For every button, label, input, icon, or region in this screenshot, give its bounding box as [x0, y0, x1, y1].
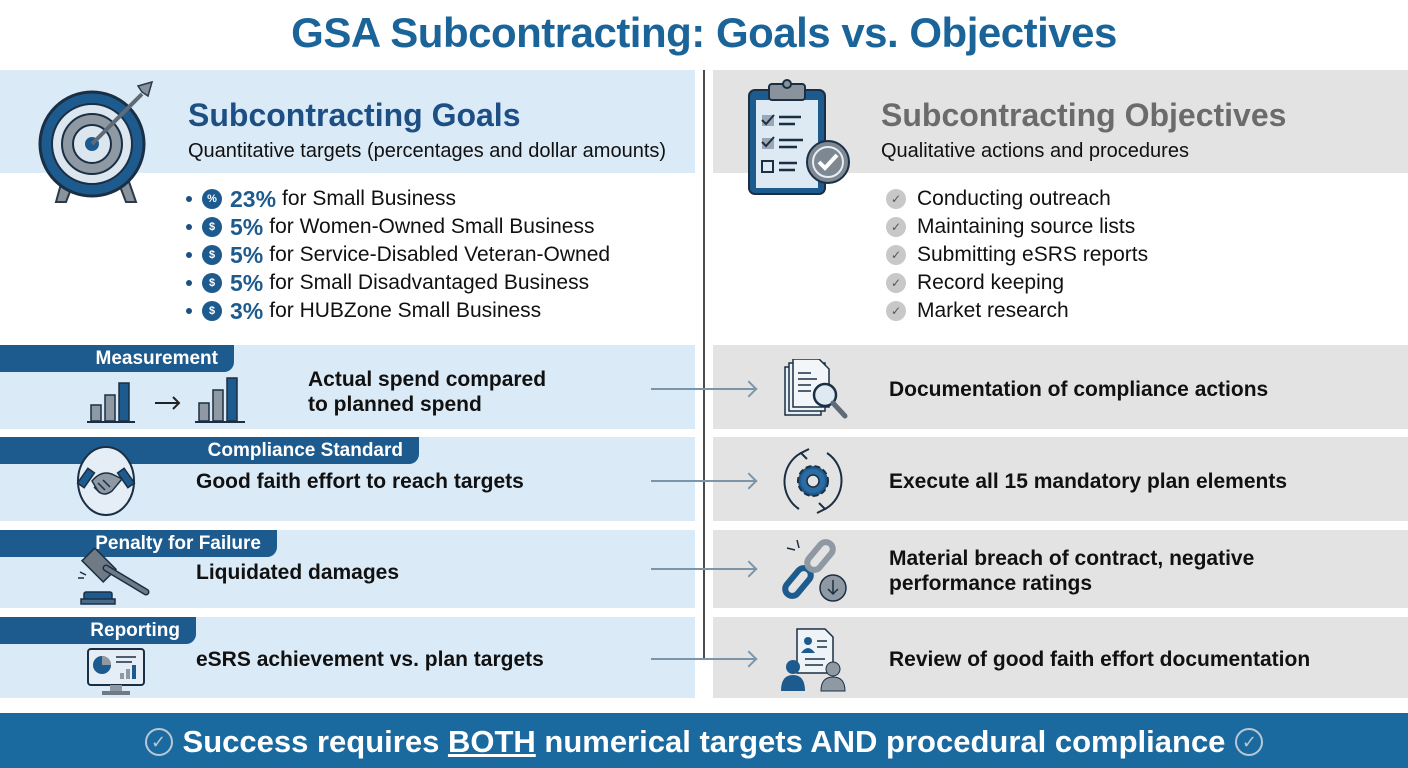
column-divider	[703, 70, 705, 660]
goal-row-text: Good faith effort to reach targets	[196, 470, 524, 493]
check-circle-icon: ✓	[886, 245, 906, 265]
goal-row-text: eSRS achievement vs. plan targets	[196, 648, 544, 671]
connector-arrow	[651, 388, 757, 390]
bullet-icon	[186, 252, 192, 258]
goal-label: for Service-Disabled Veteran-Owned	[269, 243, 611, 266]
broken-chain-icon	[782, 539, 847, 602]
goal-percent: 5%	[230, 241, 264, 268]
bullet-icon	[186, 224, 192, 230]
row-compliance-objective: Execute all 15 mandatory plan elements	[713, 437, 1408, 521]
objective-label: Maintaining source lists	[917, 215, 1136, 238]
objective-item: ✓ Submitting eSRS reports	[886, 241, 1148, 269]
check-circle-icon: ✓	[886, 189, 906, 209]
bullet-icon	[186, 308, 192, 314]
category-tab: Compliance Standard	[0, 437, 419, 464]
bullet-icon	[186, 280, 192, 286]
goal-item: $5%for Service-Disabled Veteran-Owned	[186, 241, 610, 269]
objectives-subtitle: Qualitative actions and procedures	[881, 140, 1189, 162]
category-label: Measurement	[95, 348, 219, 369]
goal-label: for Small Business	[282, 187, 456, 210]
goal-percent: 5%	[230, 213, 264, 240]
objective-item: ✓ Maintaining source lists	[886, 213, 1148, 241]
goal-percent: 5%	[230, 269, 264, 296]
goal-item: $5%for Small Disadvantaged Business	[186, 269, 610, 297]
footer-banner: ✓ Success requires BOTH numerical targets…	[0, 713, 1408, 768]
goal-label: for HUBZone Small Business	[269, 299, 542, 322]
page-title: GSA Subcontracting: Goals vs. Objectives	[291, 9, 1117, 56]
row-measurement-objective: Documentation of compliance actions	[713, 345, 1408, 429]
objective-item: ✓ Conducting outreach	[886, 185, 1148, 213]
row-reporting-objective: Review of good faith effort documentatio…	[713, 617, 1408, 698]
objective-item: ✓ Market research	[886, 297, 1148, 325]
objectives-list: ✓ Conducting outreach ✓ Maintaining source…	[886, 185, 1148, 325]
goal-label: for Small Disadvantaged Business	[269, 271, 590, 294]
objective-label: Market research	[917, 299, 1069, 322]
row-compliance-goal: Compliance Standard Good faith effort to…	[0, 437, 695, 521]
goals-title: Subcontracting Goals	[188, 97, 521, 133]
dollar-badge-icon: $	[202, 245, 222, 265]
dollar-badge-icon: $	[202, 273, 222, 293]
goals-subtitle: Quantitative targets (percentages and do…	[188, 140, 667, 162]
document-search-icon	[784, 359, 848, 419]
handshake-icon	[76, 446, 136, 516]
row-measurement-goal: Measurement Actual spend compared to pla…	[0, 345, 695, 429]
goal-row-text: Actual spend compared to planned spend	[308, 368, 547, 416]
goal-percent: 23%	[230, 185, 277, 212]
goal-row-text: Liquidated damages	[196, 561, 400, 584]
row-penalty-objective: Material breach of contract, negative pe…	[713, 530, 1408, 608]
check-circle-icon: ✓	[886, 301, 906, 321]
connector-arrow	[651, 658, 757, 660]
objectives-title: Subcontracting Objectives	[881, 97, 1287, 133]
check-circle-icon: ✓	[144, 728, 173, 756]
bullet-icon	[186, 196, 192, 202]
category-tab: Penalty for Failure	[0, 530, 277, 557]
percent-badge-icon: %	[202, 189, 222, 209]
bar-chart-compare-icon	[87, 377, 245, 423]
objective-row-text: Documentation of compliance actions	[889, 378, 1269, 401]
gear-cycle-icon	[783, 448, 843, 514]
row-reporting-goal: Reporting eSRS achievement vs. plan targ…	[0, 617, 695, 698]
footer-emphasis: BOTH	[447, 724, 536, 759]
objective-item: ✓ Record keeping	[886, 269, 1148, 297]
check-circle-icon: ✓	[886, 217, 906, 237]
goal-item: $3%for HUBZone Small Business	[186, 297, 610, 325]
dollar-badge-icon: $	[202, 301, 222, 321]
goal-label: for Women-Owned Small Business	[269, 215, 595, 238]
objective-row-text: Review of good faith effort documentatio…	[889, 648, 1311, 671]
check-circle-icon: ✓	[1235, 728, 1264, 756]
category-label: Penalty for Failure	[95, 533, 261, 554]
objective-row-text: Execute all 15 mandatory plan elements	[889, 470, 1287, 493]
goal-item: % 23%for Small Business	[186, 185, 610, 213]
category-label: Compliance Standard	[207, 440, 403, 461]
dollar-badge-icon: $	[202, 217, 222, 237]
objective-row-text: Material breach of contract, negative pe…	[889, 547, 1255, 595]
objective-label: Record keeping	[917, 271, 1065, 294]
check-circle-icon: ✓	[886, 273, 906, 293]
objective-label: Conducting outreach	[917, 187, 1111, 210]
gavel-icon	[78, 548, 150, 605]
category-tab: Measurement	[0, 345, 234, 372]
clipboard-check-icon	[748, 79, 850, 195]
goal-item: $5%for Women-Owned Small Business	[186, 213, 610, 241]
footer-suffix: numerical targets AND procedural complia…	[535, 724, 1226, 759]
category-tab: Reporting	[0, 617, 196, 644]
target-icon	[38, 80, 154, 203]
goals-list: %23%for Small Business $5%for Women-Owne…	[186, 185, 610, 325]
monitor-report-icon	[87, 648, 145, 695]
goal-percent: 3%	[230, 297, 264, 324]
category-label: Reporting	[90, 620, 180, 641]
row-penalty-goal: Penalty for Failure Liquidated damages	[0, 530, 695, 608]
people-review-icon	[781, 628, 846, 692]
footer-prefix: Success requires	[182, 724, 448, 759]
connector-arrow	[651, 568, 757, 570]
objective-label: Submitting eSRS reports	[917, 243, 1149, 266]
connector-arrow	[651, 480, 757, 482]
